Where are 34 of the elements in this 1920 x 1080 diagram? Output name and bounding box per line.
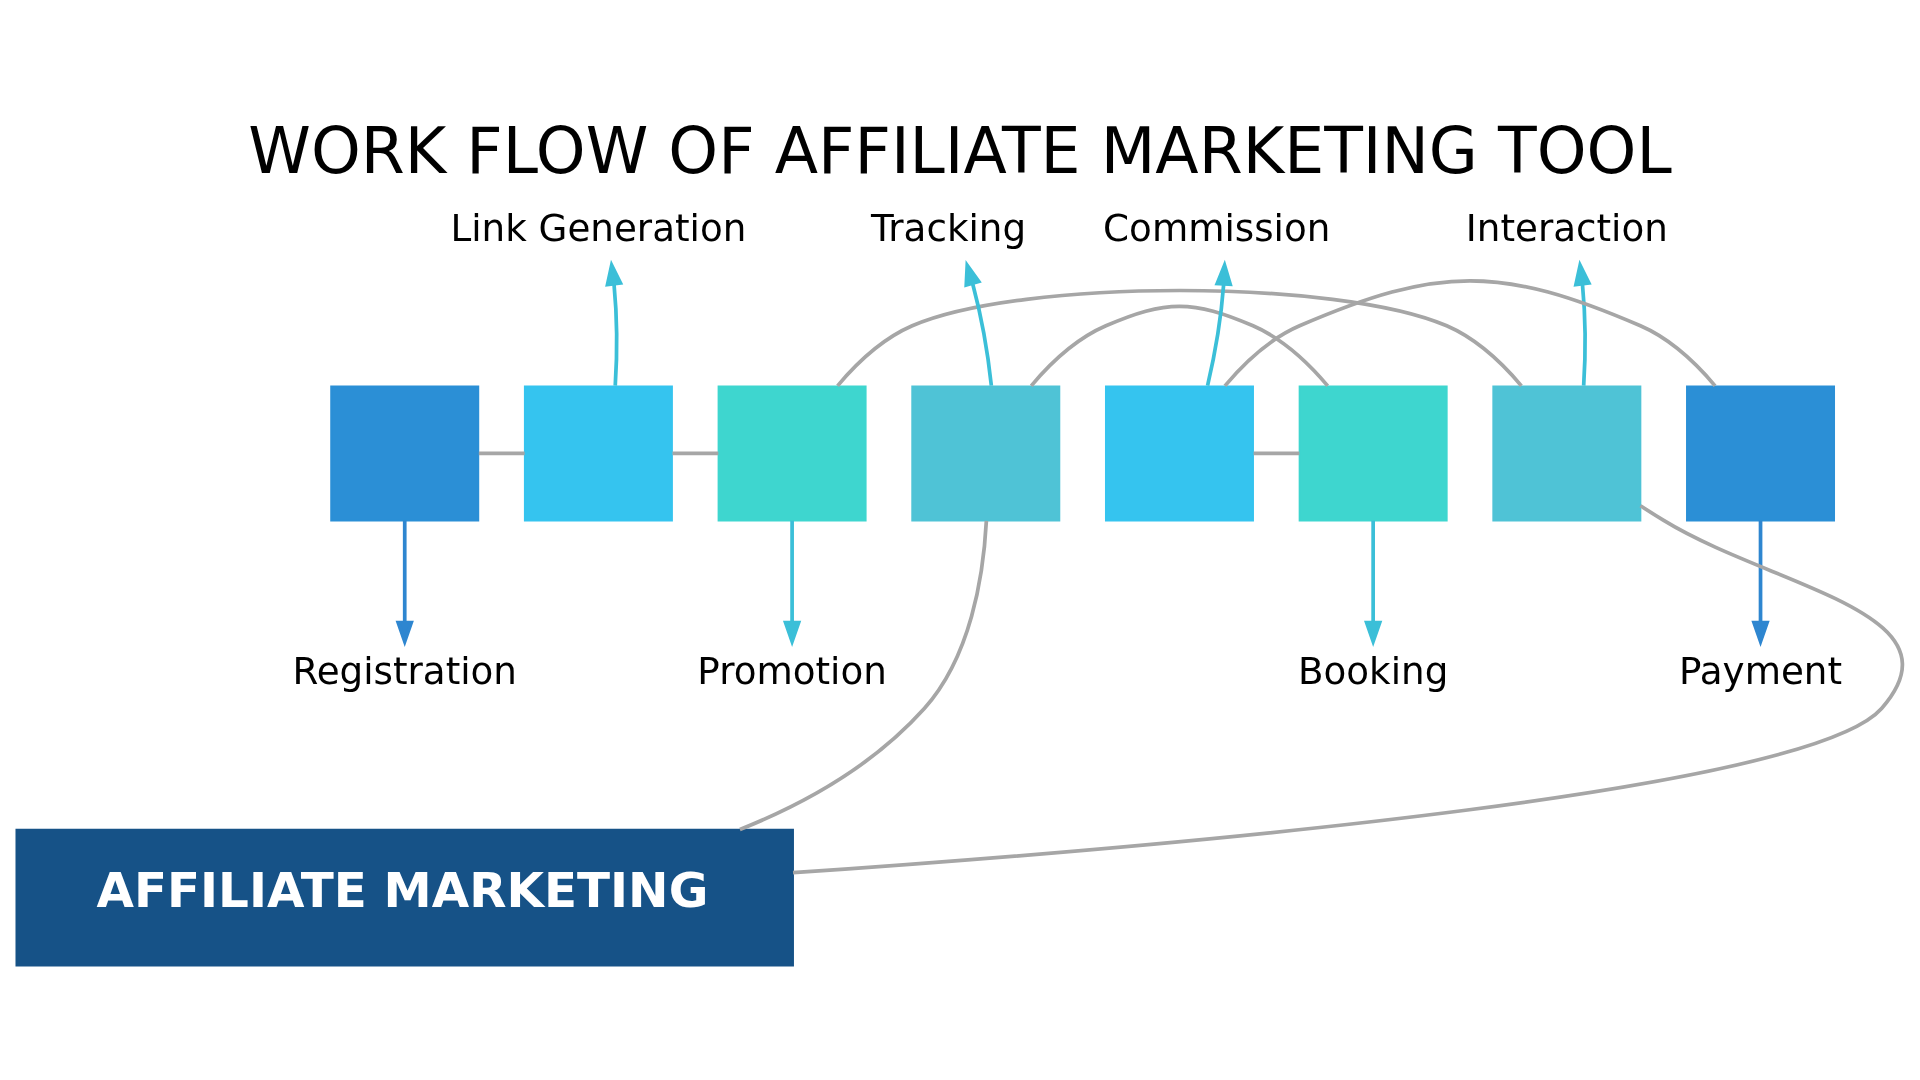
node-box — [330, 385, 480, 522]
node-text: Promotion — [697, 649, 887, 694]
diagram-title: WORK FLOW OF AFFILIATE MARKETING TOOL — [248, 113, 1672, 188]
node-text: Payment — [1679, 649, 1843, 694]
node-box — [717, 385, 867, 522]
node-box — [523, 385, 673, 522]
connector — [1029, 304, 1330, 388]
node-text: Interaction — [1465, 206, 1668, 251]
arrow — [1573, 259, 1592, 386]
node-box — [1298, 385, 1448, 522]
connector — [478, 451, 525, 456]
connector — [739, 520, 989, 832]
arrow — [395, 520, 414, 647]
node-text: Booking — [1298, 649, 1449, 694]
arrow — [782, 520, 802, 647]
node-text: Link Generation — [450, 206, 747, 251]
arrow — [1364, 520, 1383, 647]
connector — [1253, 451, 1300, 456]
arrow — [1751, 520, 1770, 647]
arrow — [1205, 259, 1233, 387]
connector — [1223, 279, 1717, 388]
node-box — [1492, 385, 1642, 522]
node-text: Registration — [292, 649, 517, 694]
arrow — [605, 259, 624, 386]
node-box — [911, 385, 1061, 522]
node-text: Tracking — [871, 206, 1027, 251]
node-box — [1105, 385, 1254, 522]
connector — [792, 504, 1903, 875]
arrow — [964, 259, 994, 386]
connector — [672, 451, 719, 456]
node-box — [1686, 385, 1835, 522]
node-box: AFFILIATE MARKETING — [15, 828, 794, 967]
node-text: Commission — [1103, 206, 1331, 251]
connector — [836, 288, 1523, 388]
